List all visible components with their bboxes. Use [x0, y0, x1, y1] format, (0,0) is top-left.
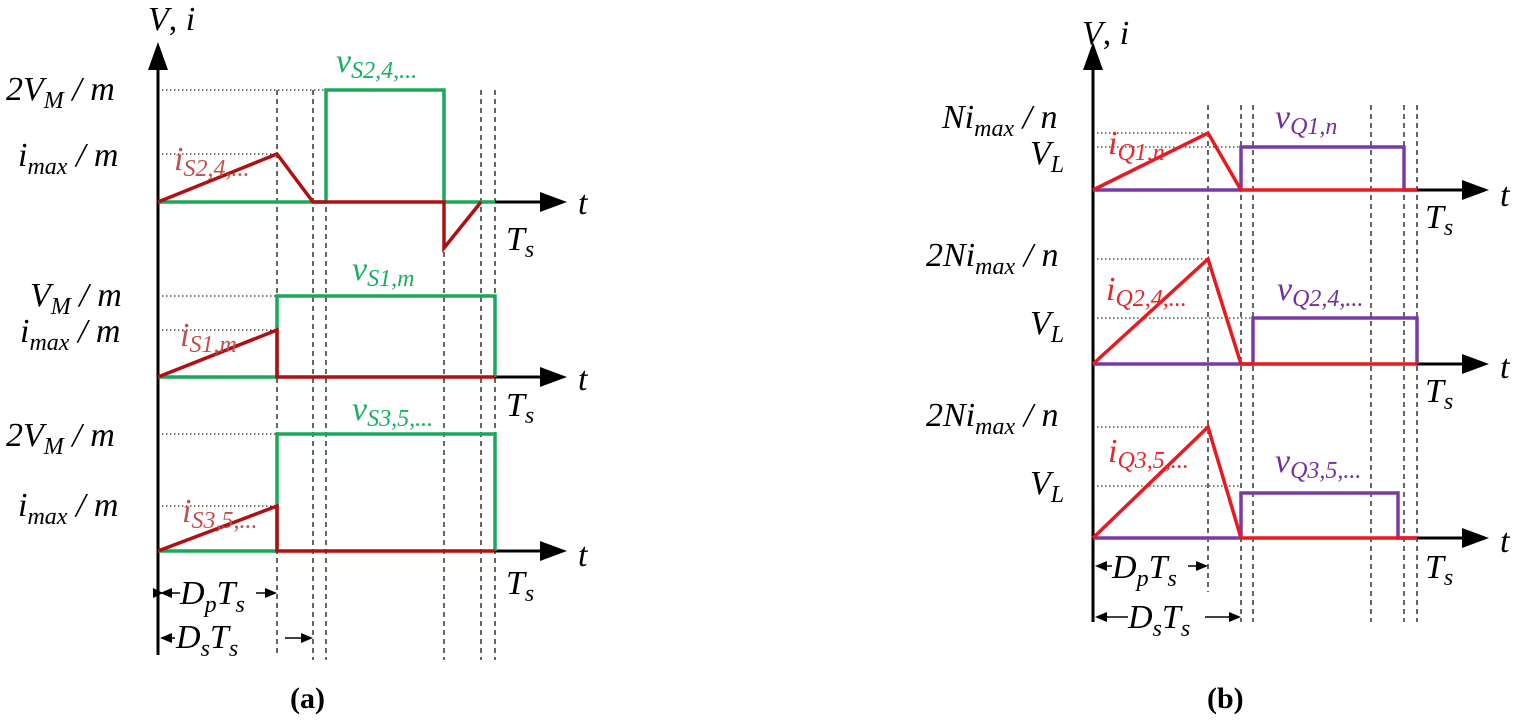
panel-a-axis-label: V, i: [148, 1, 195, 38]
panel-a-row1-mid-level-label: imax / m: [18, 137, 118, 180]
panel-a: V, i 2VM / m imax / m iS2,4,... vS2,4,..…: [6, 1, 589, 715]
panel-b-row2-t-label: t: [1500, 349, 1511, 386]
panel-a-row1-current-wave: [157, 151, 483, 253]
panel-a-row2-t-label: t: [578, 361, 589, 398]
panel-b-row1-current-wave: [1092, 130, 1417, 192]
panel-b-row3-current-wave: [1091, 423, 1417, 540]
panel-a-row1-ts-label: Ts: [506, 221, 534, 263]
panel-b-vertical-arrow-icon: [1083, 42, 1103, 70]
panel-b-row1: Nimax / n VL iQ1,n vQ1,n t Ts: [941, 99, 1511, 241]
panel-a-row2-voltage-label: vS1,m: [352, 251, 414, 292]
panel-b-row3-arrow-icon: [1462, 528, 1489, 548]
panel-a-row3-t-label: t: [578, 537, 589, 574]
panel-a-row2-current-wave: [157, 327, 495, 379]
panel-b-row3: 2Nimax / n VL iQ3,5,... vQ3,5,... t Ts: [926, 397, 1511, 591]
panel-b-row2-current-label: iQ2,4,...: [1106, 271, 1187, 312]
panel-b-row2-arrow-icon: [1462, 354, 1489, 374]
panel-a-ds-annotation: DsTs: [160, 619, 313, 662]
panel-a-ds-label: DsTs: [175, 619, 238, 662]
panel-b-row3-voltage-wave: [1093, 491, 1417, 540]
panel-a-row3-arrow-icon: [540, 541, 567, 561]
panel-a-caption: (a): [290, 682, 325, 715]
panel-b-row3-mid-level-label: VL: [1030, 465, 1064, 508]
panel-a-dp-annotation: DpTs: [153, 575, 277, 618]
panel-b-axis-label: V, i: [1082, 15, 1129, 52]
panel-b-row1-arrow-icon: [1462, 180, 1489, 200]
panel-a-row2-current-label: iS1,m: [180, 317, 237, 358]
panel-b-dp-label: DpTs: [1111, 549, 1177, 592]
panel-b-row1-current-label: iQ1,n: [1108, 125, 1165, 166]
panel-b-row3-current-label: iQ3,5,...: [1108, 433, 1189, 474]
panel-b-row2-voltage-wave: [1093, 316, 1419, 366]
panel-b-row2-top-level-label: 2Nimax / n: [926, 237, 1059, 280]
panel-a-vertical-arrow-icon: [148, 42, 168, 70]
panel-b-row1-top-level-label: Nimax / n: [941, 99, 1058, 142]
panel-a-row2-arrow-icon: [540, 367, 567, 387]
panel-a-row3-voltage-wave: [158, 432, 497, 553]
panel-b-caption: (b): [1207, 682, 1244, 715]
panel-a-row2-mid-level-label: imax / m: [20, 313, 120, 356]
panel-b-row2-voltage-label: vQ2,4,...: [1277, 271, 1363, 312]
panel-b-row3-voltage-label: vQ3,5,...: [1275, 443, 1361, 484]
panel-a-row3: 2VM / m imax / m iS3,5,... vS3,5,... t T…: [6, 391, 589, 607]
panel-a-row1-current-label: iS2,4,...: [174, 141, 249, 182]
panel-b: V, i Nimax / n VL iQ1,n vQ1,n t Ts: [926, 15, 1511, 715]
panel-a-row3-top-level-label: 2VM / m: [6, 417, 115, 460]
panel-b-row2-current-wave: [1091, 255, 1417, 366]
panel-a-row1-arrow-icon: [540, 192, 567, 212]
panel-a-row1-voltage-wave: [158, 88, 495, 204]
panel-a-row2-ts-label: Ts: [506, 387, 534, 429]
panel-b-row3-ts-label: Ts: [1425, 549, 1453, 591]
panel-b-row1-ts-label: Ts: [1425, 199, 1453, 241]
panel-a-row3-current-label: iS3,5,...: [182, 493, 257, 534]
panel-b-row2-mid-level-label: VL: [1030, 305, 1064, 348]
panel-a-row3-current-wave: [157, 503, 495, 553]
panel-a-dp-label: DpTs: [179, 575, 245, 618]
panel-b-row1-voltage-label: vQ1,n: [1275, 99, 1337, 140]
panel-a-row1-t-label: t: [578, 185, 589, 222]
panel-a-row2: VM / m imax / m iS1,m vS1,m t Ts: [20, 251, 589, 429]
panel-a-row1: 2VM / m imax / m iS2,4,... vS2,4,... t T…: [6, 43, 589, 263]
panel-a-row3-mid-level-label: imax / m: [18, 487, 118, 530]
panel-b-row1-mid-level-label: VL: [1030, 135, 1064, 178]
panel-b-row3-t-label: t: [1500, 523, 1511, 560]
panel-a-row3-ts-label: Ts: [506, 565, 534, 607]
panel-b-row1-t-label: t: [1500, 177, 1511, 214]
panel-a-row3-voltage-label: vS3,5,...: [352, 391, 433, 432]
panel-b-row3-top-level-label: 2Nimax / n: [926, 397, 1059, 440]
panel-a-row1-voltage-label: vS2,4,...: [336, 43, 417, 84]
panel-b-row2-ts-label: Ts: [1425, 373, 1453, 415]
panel-a-row2-voltage-wave: [158, 294, 497, 379]
panel-b-ds-annotation: DsTs: [1095, 599, 1241, 642]
panel-b-ds-label: DsTs: [1127, 599, 1190, 642]
panel-b-row2: 2Nimax / n VL iQ2,4,... vQ2,4,... t Ts: [926, 237, 1511, 415]
panel-b-dp-annotation: DpTs: [1095, 549, 1208, 592]
panel-a-row1-top-level-label: 2VM / m: [6, 71, 115, 114]
